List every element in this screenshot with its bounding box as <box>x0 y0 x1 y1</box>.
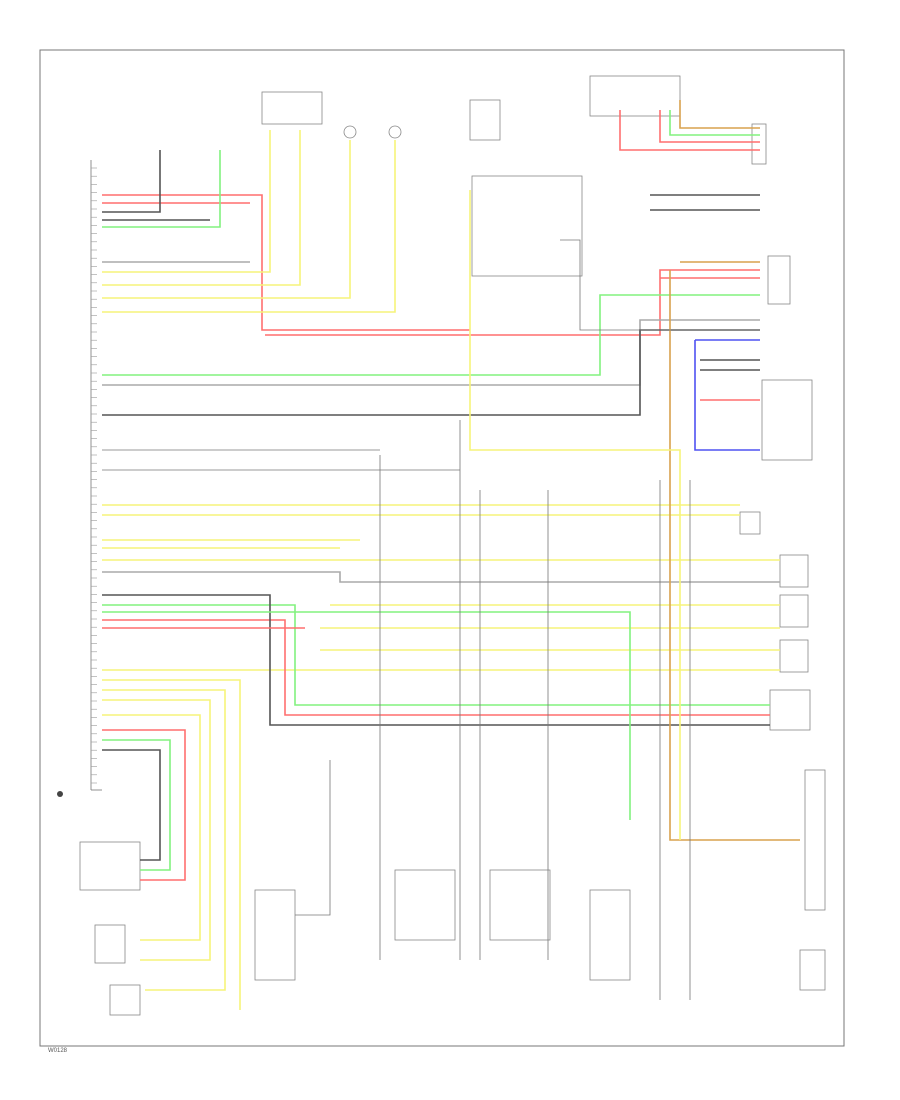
wire-green-5 <box>102 739 171 871</box>
bottom-component-2 <box>394 869 456 941</box>
wire-red-right-2 <box>659 110 760 143</box>
connector-right-8 <box>769 689 811 731</box>
bottom-left-connector <box>79 841 141 891</box>
component-box-top-1 <box>261 91 323 125</box>
wire-black-4 <box>102 594 770 726</box>
wire-yellow-2 <box>102 130 301 286</box>
top-components <box>261 75 681 277</box>
lamp-symbol-2 <box>388 125 402 139</box>
bottom-component-1 <box>254 889 296 981</box>
wire-green-1 <box>102 150 221 228</box>
connector-right-9 <box>804 769 826 911</box>
wire-yellow-4 <box>102 140 396 313</box>
bottom-component-3 <box>489 869 551 941</box>
wire-yellow-17 <box>102 714 201 941</box>
wire-green-right-1 <box>669 110 760 136</box>
wire-vertical-7 <box>295 760 331 916</box>
connector-right-4 <box>739 511 761 535</box>
wire-gray-3 <box>102 571 780 583</box>
wire-yellow-18 <box>469 190 681 840</box>
wire-orange-right-1 <box>679 100 760 129</box>
wire-green-2 <box>102 294 760 376</box>
wire-black-1 <box>102 150 161 213</box>
airbag-control-module <box>57 160 102 797</box>
wire-horizontal-3 <box>560 239 760 331</box>
connector-right-3 <box>761 379 813 461</box>
diagram-border <box>39 49 845 1047</box>
connector-right-10 <box>799 949 826 991</box>
wire-red-6 <box>102 729 186 881</box>
wire-blue-1 <box>694 339 760 451</box>
lamp-symbol-1 <box>343 125 357 139</box>
bottom-left-sensor-1 <box>94 924 126 964</box>
bottom-component-4 <box>589 889 631 981</box>
wire-red-3 <box>265 269 760 336</box>
wire-black-5 <box>102 749 161 861</box>
wire-yellow-14 <box>102 679 241 1010</box>
connector-right-2 <box>767 255 791 305</box>
connector-pins <box>91 167 97 784</box>
wire-yellow-16 <box>102 699 211 961</box>
bottom-left-sensor-2 <box>109 984 141 1016</box>
connector-right-6 <box>779 594 809 628</box>
wire-yellow-3 <box>102 140 351 299</box>
wire-yellow-1 <box>102 130 271 273</box>
wire-orange-2 <box>669 270 800 841</box>
connector-right-5 <box>779 554 809 588</box>
right-connectors <box>739 123 826 991</box>
figure-id: W0128 <box>48 1048 68 1054</box>
wire-red-4 <box>102 619 770 716</box>
component-box-top-3 <box>471 175 583 277</box>
wire-yellow-15 <box>102 689 226 991</box>
connector-right-7 <box>779 639 809 673</box>
component-box-top-2 <box>469 99 501 141</box>
wire-green-4 <box>102 611 631 820</box>
wire-green-3 <box>102 604 770 706</box>
wire-red-1 <box>102 194 470 331</box>
connector-right-1 <box>751 123 767 165</box>
bottom-components <box>79 841 631 1016</box>
wire-group <box>102 100 800 1010</box>
component-box-top-4 <box>589 75 681 117</box>
wire-black-3 <box>102 329 760 416</box>
wire-red-right-1 <box>619 110 760 151</box>
